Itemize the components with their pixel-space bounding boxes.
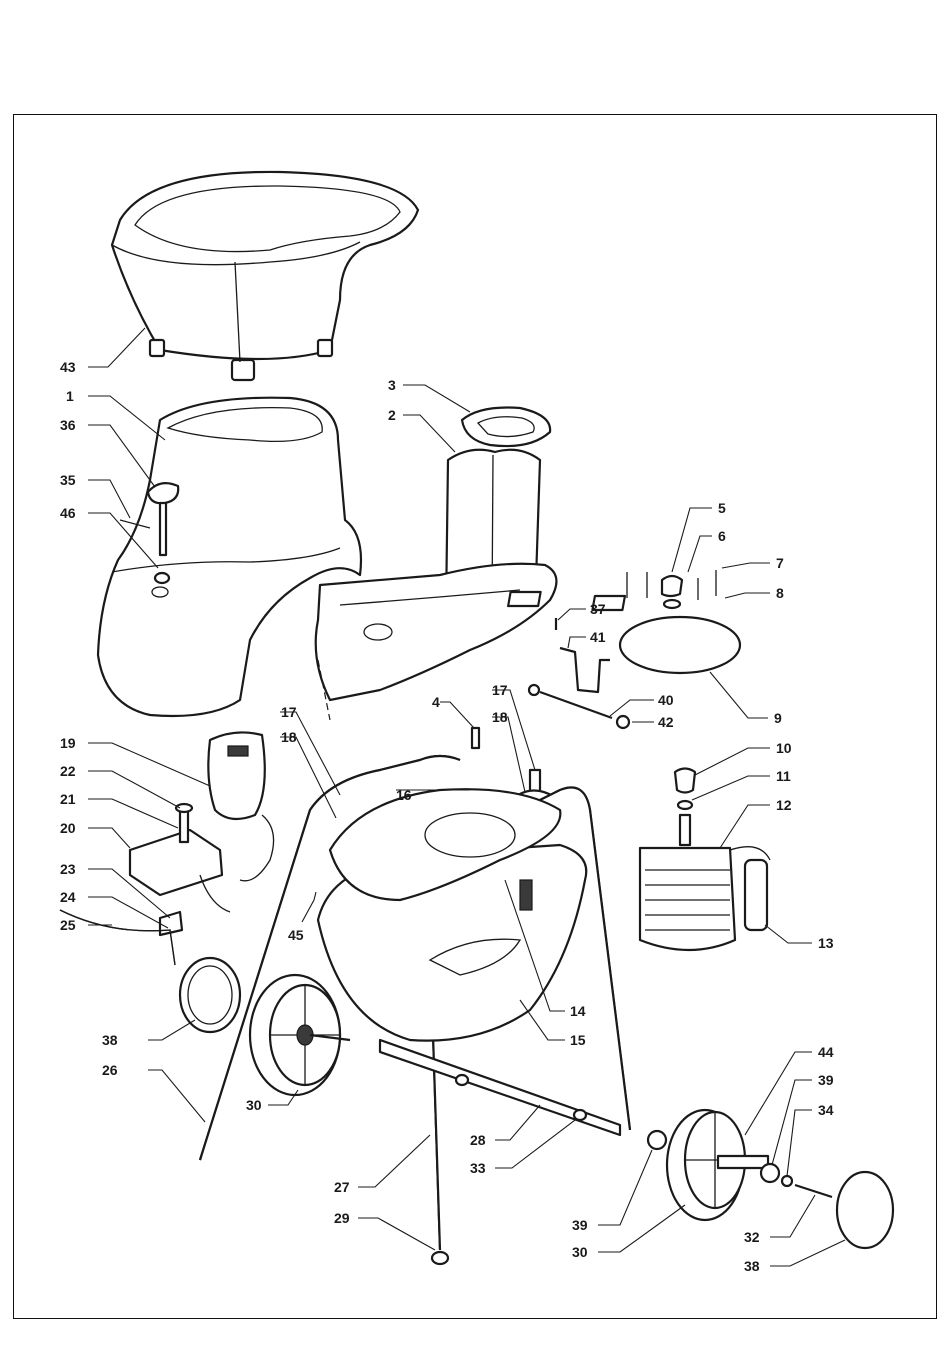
label-45: 45 bbox=[288, 927, 304, 943]
label-19: 19 bbox=[60, 735, 76, 751]
label-4: 4 bbox=[432, 694, 440, 710]
label-32: 32 bbox=[744, 1229, 760, 1245]
label-12: 12 bbox=[776, 797, 792, 813]
label-11: 11 bbox=[776, 768, 791, 784]
label-17-left: 17 bbox=[281, 704, 297, 720]
label-9: 9 bbox=[774, 710, 782, 726]
label-41: 41 bbox=[590, 629, 606, 645]
label-10: 10 bbox=[776, 740, 792, 756]
label-3: 3 bbox=[388, 377, 396, 393]
label-43: 43 bbox=[60, 359, 76, 375]
label-30-left: 30 bbox=[246, 1097, 262, 1113]
label-18-left: 18 bbox=[281, 729, 297, 745]
label-21: 21 bbox=[60, 791, 76, 807]
label-13: 13 bbox=[818, 935, 834, 951]
label-39-bottom: 39 bbox=[572, 1217, 588, 1233]
label-27: 27 bbox=[334, 1179, 350, 1195]
label-28: 28 bbox=[470, 1132, 486, 1148]
label-2: 2 bbox=[388, 407, 396, 423]
label-16: 16 bbox=[396, 787, 412, 803]
part-bracket-rod bbox=[529, 648, 629, 728]
label-36: 36 bbox=[60, 417, 76, 433]
label-38-left: 38 bbox=[102, 1032, 118, 1048]
label-29: 29 bbox=[334, 1210, 350, 1226]
label-30-right: 30 bbox=[572, 1244, 588, 1260]
label-26: 26 bbox=[102, 1062, 118, 1078]
nut-33a bbox=[456, 1075, 468, 1085]
label-37: 37 bbox=[590, 601, 606, 617]
part-wheel-right bbox=[648, 1110, 893, 1248]
label-8: 8 bbox=[776, 585, 784, 601]
label-1: 1 bbox=[66, 388, 74, 404]
nut-33b bbox=[574, 1110, 586, 1120]
label-6: 6 bbox=[718, 528, 726, 544]
label-40: 40 bbox=[658, 692, 674, 708]
label-7: 7 bbox=[776, 555, 784, 571]
label-33: 33 bbox=[470, 1160, 486, 1176]
label-34: 34 bbox=[818, 1102, 834, 1118]
label-44: 44 bbox=[818, 1044, 834, 1060]
part-hopper bbox=[112, 172, 418, 380]
label-14: 14 bbox=[570, 1003, 586, 1019]
label-20: 20 bbox=[60, 820, 76, 836]
label-39-right: 39 bbox=[818, 1072, 834, 1088]
part-base-plate bbox=[316, 564, 557, 700]
label-35: 35 bbox=[60, 472, 76, 488]
label-42: 42 bbox=[658, 714, 674, 730]
label-46: 46 bbox=[60, 505, 76, 521]
label-18-right: 18 bbox=[492, 709, 508, 725]
part-motor bbox=[640, 769, 770, 951]
label-25: 25 bbox=[60, 917, 76, 933]
label-22: 22 bbox=[60, 763, 76, 779]
label-15: 15 bbox=[570, 1032, 586, 1048]
label-17-right: 17 bbox=[492, 682, 508, 698]
label-5: 5 bbox=[718, 500, 726, 516]
label-38-right: 38 bbox=[744, 1258, 760, 1274]
label-24: 24 bbox=[60, 889, 76, 905]
label-23: 23 bbox=[60, 861, 76, 877]
